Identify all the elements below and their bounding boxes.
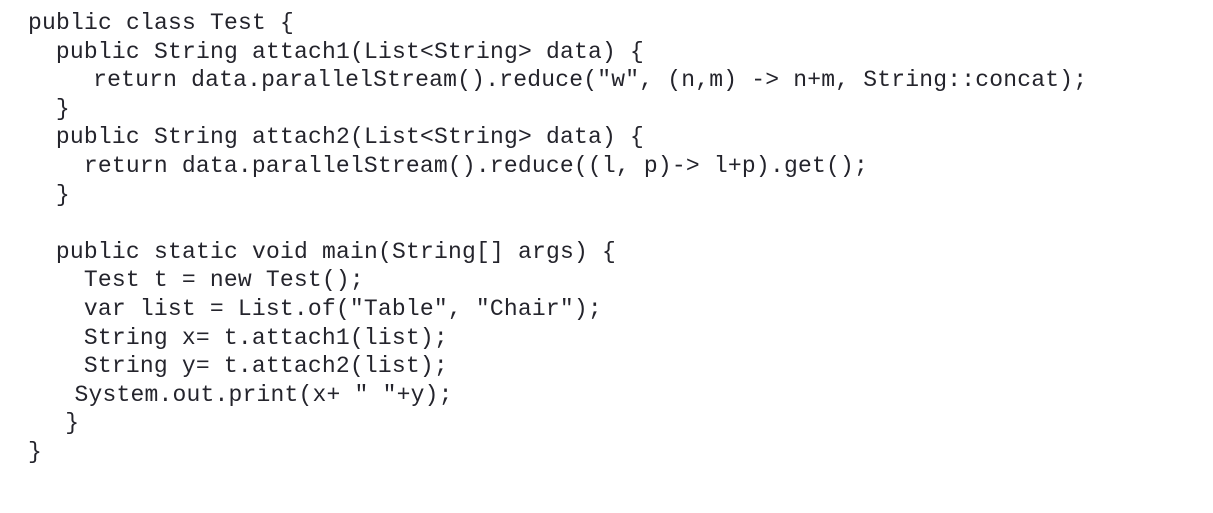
code-line: public String attach2(List<String> data)… (55, 124, 645, 151)
code-line: return data.parallelStream().reduce("w",… (93, 67, 1088, 94)
code-line: } (55, 95, 70, 122)
code-line: var list = List.of("Table", "Chair"); (83, 295, 602, 322)
code-line (28, 209, 1207, 238)
code-line: System.out.print(x+ " "+y); (74, 381, 453, 408)
code-line: } (55, 181, 70, 208)
code-line: public class Test { (28, 10, 295, 36)
code-line: return data.parallelStream().reduce((l, … (83, 152, 868, 179)
code-line: public static void main(String[] args) { (55, 238, 617, 265)
code-line: } (65, 410, 80, 437)
code-line: } (28, 438, 43, 465)
code-line: Test t = new Test(); (83, 267, 364, 294)
code-line: String y= t.attach2(list); (83, 353, 448, 380)
code-line: String x= t.attach1(list); (83, 324, 448, 351)
code-line: public String attach1(List<String> data)… (55, 38, 645, 65)
